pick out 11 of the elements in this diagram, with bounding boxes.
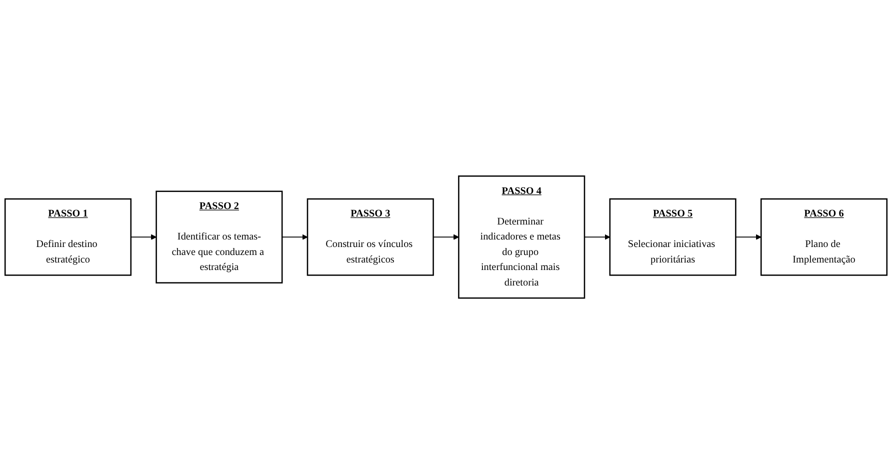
- node-box: PASSO 6 Plano de Implementação: [760, 198, 888, 276]
- node-box: PASSO 2 Identificar os temas-chave que conduzem a estratégia: [156, 191, 283, 284]
- node-box: PASSO 1 Definir destino estratégico: [4, 198, 132, 276]
- arrow: [282, 234, 308, 240]
- arrow: [432, 234, 459, 240]
- node-box: PASSO 4 Determinar indicadores e metas do grupo interfuncional mais diretoria: [458, 176, 586, 300]
- arrow: [735, 234, 762, 240]
- arrow: [584, 234, 610, 240]
- arrow: [130, 234, 157, 240]
- node-box: PASSO 3 Construir os vínculos estratégicos: [306, 198, 434, 276]
- node-box: PASSO 5 Selecionar iniciativas prioritárias: [609, 198, 736, 276]
